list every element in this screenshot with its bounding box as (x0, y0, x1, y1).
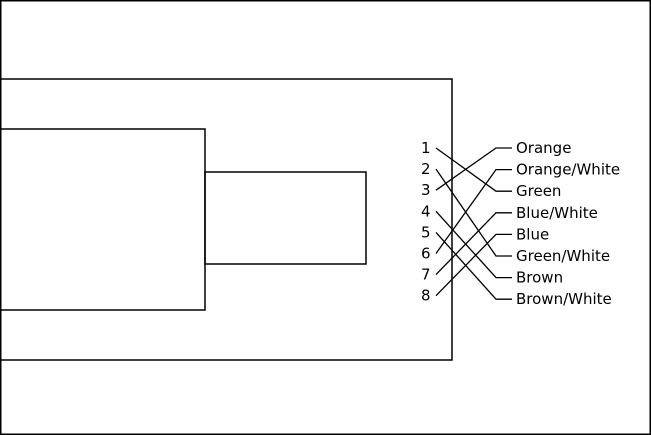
wire-label-brown-white: Brown/White (516, 290, 612, 308)
wire-label-blue-white: Blue/White (516, 204, 598, 222)
pin-label-3: 3 (421, 181, 431, 199)
wire-line-pin-4 (435, 210, 512, 279)
housing-body (0, 78, 453, 361)
wire-label-blue: Blue (516, 225, 549, 243)
wire-label-orange-white: Orange/White (516, 161, 620, 179)
wire-line-pin-3 (435, 147, 512, 191)
connector-block (0, 128, 206, 311)
wire-label-green: Green (516, 182, 561, 200)
wire-label-green-white: Green/White (516, 247, 610, 265)
wire-line-pin-2 (435, 168, 512, 257)
wire-color-labels: OrangeOrange/WhiteGreenBlue/WhiteBlueGre… (516, 139, 620, 308)
wire-lines (435, 147, 512, 300)
wire-line-pin-7 (435, 212, 512, 276)
pin-label-7: 7 (421, 266, 431, 284)
pin-label-4: 4 (421, 202, 431, 220)
pin-label-8: 8 (421, 287, 431, 305)
wire-label-brown: Brown (516, 269, 563, 287)
wire-line-pin-8 (435, 233, 512, 297)
pin-label-1: 1 (421, 139, 431, 157)
wire-label-orange: Orange (516, 139, 571, 157)
pin-number-labels: 1 2 3 4 5 6 7 8 (421, 139, 431, 305)
plug-tab (204, 171, 367, 265)
wire-line-pin-6 (435, 168, 512, 254)
wire-line-pin-1 (435, 147, 512, 192)
pin-label-5: 5 (421, 223, 431, 241)
wire-line-pin-5 (435, 231, 512, 300)
pin-label-2: 2 (421, 160, 431, 178)
pin-label-6: 6 (421, 245, 431, 263)
